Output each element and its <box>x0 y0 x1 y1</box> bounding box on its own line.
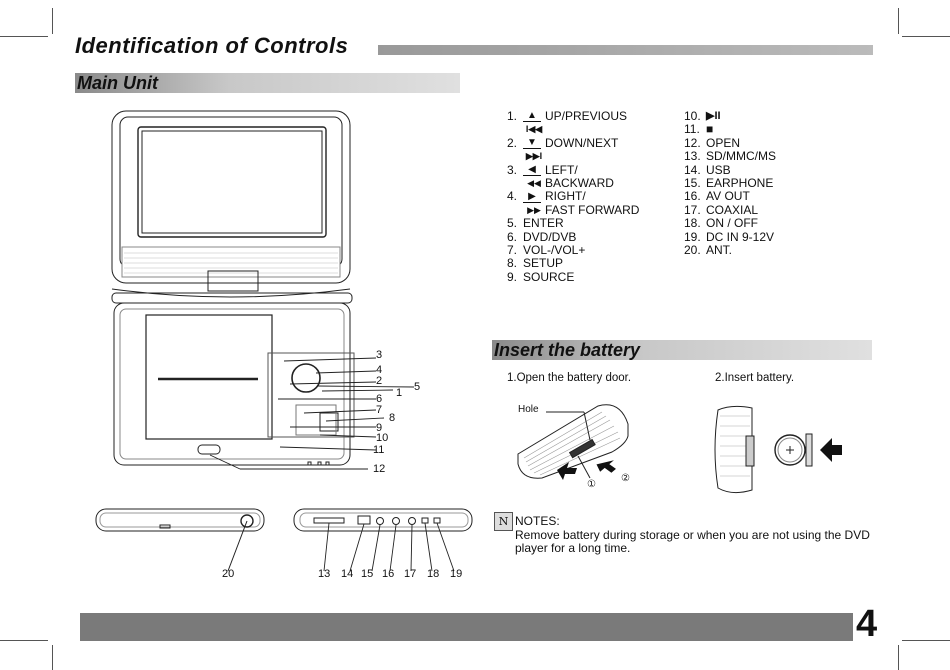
controls-list-right: 10.▶II 11.■ 12.OPEN 13.SD/MMC/MS 14.USB … <box>684 109 776 257</box>
crop-mark <box>0 36 48 37</box>
stop-icon: ■ <box>706 122 714 137</box>
callout-17: 17 <box>404 568 417 580</box>
page-number: 4 <box>856 603 878 645</box>
main-unit-heading: Main Unit <box>75 73 460 93</box>
list-item: 18.ON / OFF <box>684 216 758 231</box>
list-item: 2.▼DOWN/NEXT <box>507 135 619 150</box>
crop-mark <box>898 8 899 34</box>
callout-11: 11 <box>373 444 385 456</box>
notes-line-1: Remove battery during storage or when yo… <box>515 528 870 542</box>
crop-mark <box>898 645 899 670</box>
list-item: 5.ENTER <box>507 216 564 231</box>
list-item: 17.COAXIAL <box>684 202 759 217</box>
crop-mark <box>902 36 950 37</box>
callout-4: 4 <box>376 364 383 376</box>
list-item: 7.VOL-/VOL+ <box>507 242 586 257</box>
list-item: 1.▲UP/PREVIOUS <box>507 109 628 123</box>
list-item: 13.SD/MMC/MS <box>684 149 776 164</box>
list-item: ▶▶I <box>507 150 639 163</box>
disc-lid <box>145 314 273 440</box>
crop-mark <box>52 645 53 670</box>
footer-bar <box>80 613 853 641</box>
list-item: 4.▶RIGHT/ <box>507 189 586 204</box>
list-item: I◀◀ <box>507 123 639 136</box>
battery-step-1: 1.Open the battery door. <box>507 372 632 384</box>
crop-mark <box>902 640 950 641</box>
list-item: 10.▶II <box>684 109 721 123</box>
callout-16: 16 <box>382 568 395 580</box>
up-arrow-icon: ▲ <box>523 111 541 123</box>
list-item: 19.DC IN 9-12V <box>684 229 775 244</box>
hole-label: Hole <box>518 404 539 415</box>
callout-13: 13 <box>318 568 331 580</box>
notes-title: NOTES: <box>515 514 560 528</box>
list-item: 15.EARPHONE <box>684 175 774 190</box>
list-item: 12.OPEN <box>684 135 741 150</box>
marker-2: ② <box>621 473 630 484</box>
play-pause-icon: ▶II <box>706 110 721 122</box>
callout-10: 10 <box>376 432 389 444</box>
main-unit-diagram <box>95 110 473 572</box>
list-item: ▶▶FAST FORWARD <box>507 203 639 217</box>
right-arrow-icon: ▶ <box>523 191 541 203</box>
callout-14: 14 <box>341 568 354 580</box>
callout-6: 6 <box>376 393 383 405</box>
crop-mark <box>52 8 53 34</box>
controls-list-left: 1.▲UP/PREVIOUS I◀◀ 2.▼DOWN/NEXT ▶▶I 3.◀L… <box>507 109 639 284</box>
callout-3: 3 <box>376 349 383 361</box>
list-item: 16.AV OUT <box>684 189 750 204</box>
list-item: 14.USB <box>684 162 731 177</box>
callout-20: 20 <box>222 568 235 580</box>
list-item: 8.SETUP <box>507 256 564 271</box>
callout-19: 19 <box>450 568 463 580</box>
note-icon: N <box>494 512 513 531</box>
callout-18: 18 <box>427 568 440 580</box>
callout-5: 5 <box>414 381 421 393</box>
callout-2: 2 <box>376 375 383 387</box>
down-arrow-icon: ▼ <box>523 137 541 149</box>
backward-icon: ◀◀ <box>527 177 541 188</box>
title-bar <box>378 45 873 55</box>
callout-15: 15 <box>361 568 374 580</box>
callout-7: 7 <box>376 404 383 416</box>
battery-insert-diagram <box>714 405 842 494</box>
list-item: 11.■ <box>684 122 714 137</box>
right-side-view <box>293 508 473 532</box>
list-item: 6.DVD/DVB <box>507 229 577 244</box>
marker-1: ① <box>587 479 596 490</box>
control-dial <box>291 363 321 393</box>
page-title: Identification of Controls <box>75 33 349 58</box>
callout-9: 9 <box>376 422 383 434</box>
list-item: 3.◀LEFT/ <box>507 162 578 177</box>
crop-mark <box>0 640 48 641</box>
base-unit <box>113 302 351 466</box>
list-item: ◀◀BACKWARD <box>507 176 639 190</box>
callout-8: 8 <box>389 412 396 424</box>
open-button-drawing <box>197 444 221 455</box>
list-item: 9.SOURCE <box>507 269 575 284</box>
notes-line-2: player for a long time. <box>515 541 631 555</box>
callout-1: 1 <box>396 387 403 399</box>
lcd-screen <box>137 126 327 238</box>
screen-housing <box>111 110 351 284</box>
left-side-view <box>95 508 265 532</box>
previous-icon: I◀◀ <box>525 124 543 135</box>
left-arrow-icon: ◀ <box>523 164 541 176</box>
battery-step-2: 2.Insert battery. <box>715 372 795 384</box>
battery-door-diagram <box>517 404 629 480</box>
battery-heading: Insert the battery <box>492 340 872 360</box>
fast-forward-icon: ▶▶ <box>527 204 541 215</box>
list-item: 20.ANT. <box>684 242 733 257</box>
callout-12: 12 <box>373 463 386 475</box>
next-icon: ▶▶I <box>525 151 543 162</box>
insert-arrow-icon <box>820 438 842 462</box>
